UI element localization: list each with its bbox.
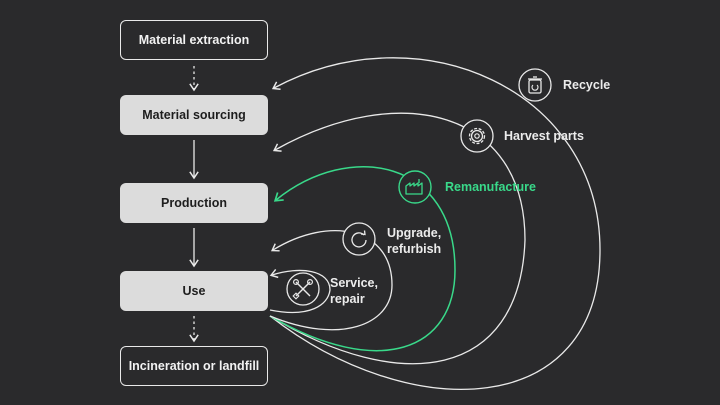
gear-icon	[460, 119, 494, 153]
label-service-line1: Service,	[330, 276, 378, 290]
refresh-icon	[342, 222, 376, 256]
stage-incineration-landfill: Incineration or landfill	[120, 346, 268, 386]
stage-material-extraction: Material extraction	[120, 20, 268, 60]
label-upgrade-line2: refurbish	[387, 242, 442, 256]
tools-icon	[286, 272, 320, 306]
label-service-repair: Service, repair	[330, 275, 378, 307]
loop-harvest	[269, 112, 526, 365]
stage-use: Use	[120, 271, 268, 311]
stage-material-sourcing: Material sourcing	[120, 95, 268, 135]
label-upgrade-line1: Upgrade,	[387, 226, 442, 240]
stage-production: Production	[120, 183, 268, 223]
label-recycle: Recycle	[563, 78, 611, 92]
loop-service	[269, 268, 331, 314]
label-harvest-parts: Harvest parts	[504, 129, 584, 143]
label-upgrade-refurbish: Upgrade, refurbish	[387, 225, 441, 257]
loop-remanufacture	[269, 166, 456, 352]
loop-upgrade	[269, 230, 393, 331]
recycle-bin-icon	[518, 68, 552, 102]
label-remanufacture: Remanufacture	[445, 180, 536, 194]
factory-icon	[398, 170, 432, 204]
label-service-line2: repair	[330, 292, 365, 306]
loop-recycle	[269, 57, 601, 390]
